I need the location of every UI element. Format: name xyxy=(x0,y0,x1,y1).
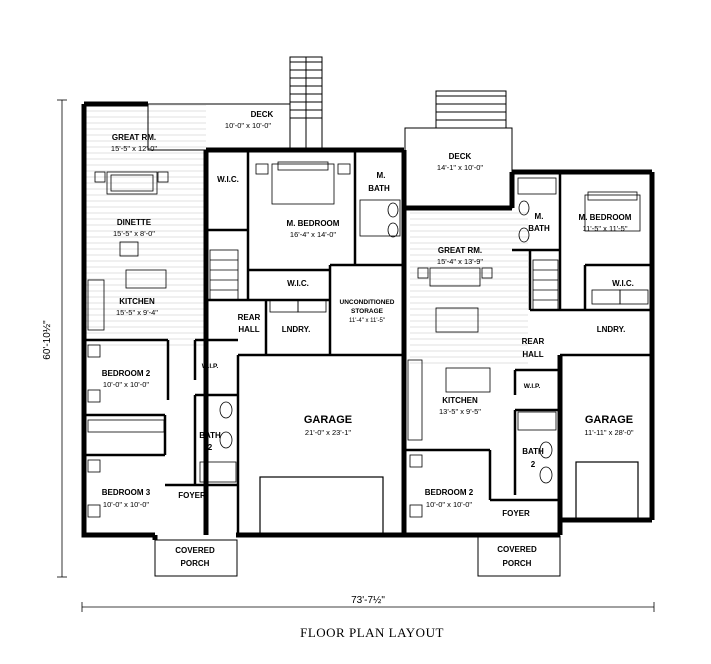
label-wic-left-mid: W.I.C. xyxy=(287,279,309,288)
label-m-bath-left-2: BATH xyxy=(368,184,390,193)
label-rear-hall-right-2: HALL xyxy=(522,350,543,359)
label-covered-porch-left-1: COVERED xyxy=(175,546,215,555)
label-kitchen-right: KITCHEN xyxy=(442,396,478,405)
label-bedroom3: BEDROOM 3 xyxy=(102,488,151,497)
label-bath2-left-1: BATH xyxy=(199,431,221,440)
label-lndry-left: LNDRY. xyxy=(282,325,311,334)
right-interior-walls xyxy=(404,172,652,502)
right-deck xyxy=(404,90,513,209)
right-porch xyxy=(477,535,561,577)
dim-bedroom2-left: 10'-0" x 10'-0" xyxy=(103,380,149,389)
dim-uncond-storage: 11'-4" x 11'-5" xyxy=(349,318,385,324)
dim-kitchen-right: 13'-5" x 9'-5" xyxy=(439,407,481,416)
dimension-lines xyxy=(57,99,655,612)
label-wic-right: W.I.C. xyxy=(612,279,634,288)
label-rear-hall-left-2: HALL xyxy=(238,325,259,334)
label-uncond-storage: UNCONDITIONED xyxy=(340,299,395,306)
label-wic-left-top: W.I.C. xyxy=(217,175,239,184)
label-bedroom2-left: BEDROOM 2 xyxy=(102,369,151,378)
dim-m-bedroom-left: 16'-4" x 14'-0" xyxy=(290,230,336,239)
label-covered-porch-right-2: PORCH xyxy=(503,559,532,568)
label-wip-left: W.I.P. xyxy=(202,363,219,370)
label-garage-left: GARAGE xyxy=(304,414,352,426)
label-deck-right: DECK xyxy=(449,152,472,161)
dim-bedroom3: 10'-0" x 10'-0" xyxy=(103,500,149,509)
label-m-bedroom-right: M. BEDROOM xyxy=(579,213,632,222)
label-great-rm-right: GREAT RM. xyxy=(438,246,482,255)
overall-width: 73'-7½" xyxy=(351,595,385,606)
label-m-bath-right-2: BATH xyxy=(528,224,550,233)
plan-title: FLOOR PLAN LAYOUT xyxy=(300,625,444,640)
dim-kitchen-left: 15'-5" x 9'-4" xyxy=(116,308,158,317)
label-kitchen-left: KITCHEN xyxy=(119,297,155,306)
label-covered-porch-left-2: PORCH xyxy=(181,559,210,568)
dim-great-rm-left: 15'-5" x 12'-0" xyxy=(111,144,157,153)
label-bedroom2-right: BEDROOM 2 xyxy=(425,488,474,497)
label-foyer-left: FOYER xyxy=(178,491,206,500)
label-garage-right: GARAGE xyxy=(585,414,633,426)
left-garage xyxy=(259,476,384,536)
label-lndry-right: LNDRY. xyxy=(597,325,626,334)
label-bath2-left-2: 2 xyxy=(208,443,213,452)
dim-bedroom2-right: 10'-0" x 10'-0" xyxy=(426,500,472,509)
left-porch xyxy=(154,539,238,577)
dim-dinette: 15'-5" x 8'-0" xyxy=(113,229,155,238)
label-covered-porch-right-1: COVERED xyxy=(497,545,537,554)
label-dinette: DINETTE xyxy=(117,218,152,227)
label-m-bath-right-1: M. xyxy=(535,212,544,221)
label-uncond-storage-2: STORAGE xyxy=(351,308,384,315)
label-wip-right: W.I.P. xyxy=(524,383,541,390)
label-bath2-right-1: BATH xyxy=(522,447,544,456)
dim-deck-right: 14'-1" x 10'-0" xyxy=(437,163,483,172)
label-m-bath-left-1: M. xyxy=(377,171,386,180)
dim-deck-left: 10'-0" x 10'-0" xyxy=(225,121,271,130)
dim-m-bedroom-right: 11'-5" x 11'-5" xyxy=(582,224,627,233)
right-living-floor xyxy=(410,208,528,366)
right-garage xyxy=(575,461,639,521)
left-fixtures xyxy=(87,161,401,518)
label-rear-hall-right-1: REAR xyxy=(522,337,545,346)
overall-depth: 60'-10½" xyxy=(42,320,53,360)
dim-great-rm-right: 15'-4" x 13'-9" xyxy=(437,257,483,266)
label-rear-hall-left-1: REAR xyxy=(238,313,261,322)
dim-garage-left: 21'-0" x 23'-1" xyxy=(305,428,351,437)
right-fixtures xyxy=(407,177,649,518)
label-bath2-right-2: 2 xyxy=(531,460,536,469)
label-deck-left: DECK xyxy=(251,110,274,119)
label-foyer-right: FOYER xyxy=(502,509,530,518)
label-great-rm-left: GREAT RM. xyxy=(112,133,156,142)
dim-garage-right: 11'-11" x 28'-0" xyxy=(584,428,634,437)
label-m-bedroom-left: M. BEDROOM xyxy=(287,219,340,228)
